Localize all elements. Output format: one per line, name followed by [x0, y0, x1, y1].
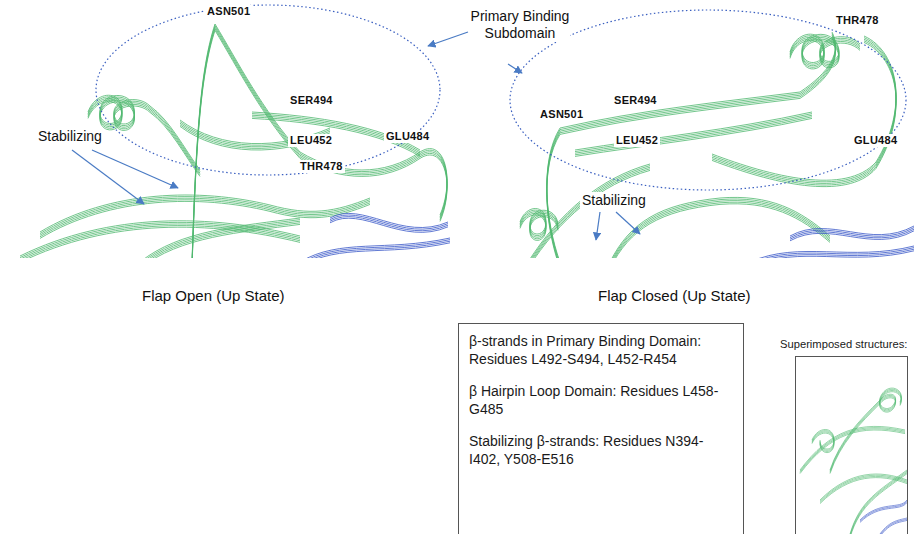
state-caption: Flap Open (Up State)	[140, 287, 287, 305]
box-paragraph: Stabilizing β-strands: Residues N394-I40…	[469, 432, 733, 468]
flap-closed-ribbon	[520, 32, 914, 258]
stabilizing-label: Stabilizing	[580, 192, 648, 209]
residue-label: SER494	[612, 94, 659, 107]
superimposed-ribbon	[800, 388, 907, 534]
residue-label: LEU452	[288, 134, 334, 147]
residue-label: SER494	[288, 94, 335, 107]
leader-arrow	[428, 32, 468, 46]
leader-arrow	[72, 150, 144, 204]
leader-arrow	[508, 64, 522, 73]
image-frame	[795, 356, 908, 534]
residue-label: THR478	[298, 160, 345, 173]
leader-arrow	[616, 212, 640, 234]
subdomain-ellipse	[96, 5, 440, 175]
box-paragraph: β-strands in Primary Binding Domain: Res…	[469, 332, 733, 368]
flap-open-ribbon	[20, 24, 450, 258]
residue-label: GLU484	[384, 130, 431, 143]
leader-arrow	[596, 212, 600, 240]
stabilizing-label: Stabilizing	[36, 128, 104, 145]
residue-label: THR478	[834, 14, 881, 27]
residue-label: LEU452	[614, 134, 660, 147]
legend-text-box: β-strands in Primary Binding Domain: Res…	[458, 323, 744, 534]
subdomain-label: Primary Binding Subdomain	[470, 8, 570, 42]
residue-label: ASN501	[205, 5, 252, 18]
residue-label: ASN501	[538, 108, 585, 121]
leader-arrow	[92, 150, 178, 188]
box-paragraph: β Hairpin Loop Domain: Residues L458-G48…	[469, 382, 733, 418]
state-caption: Flap Closed (Up State)	[596, 287, 753, 305]
residue-label: GLU484	[852, 134, 899, 147]
panel-heading: Superimposed structures:	[780, 338, 907, 350]
superimposed-panel: Superimposed structures:	[780, 334, 910, 534]
